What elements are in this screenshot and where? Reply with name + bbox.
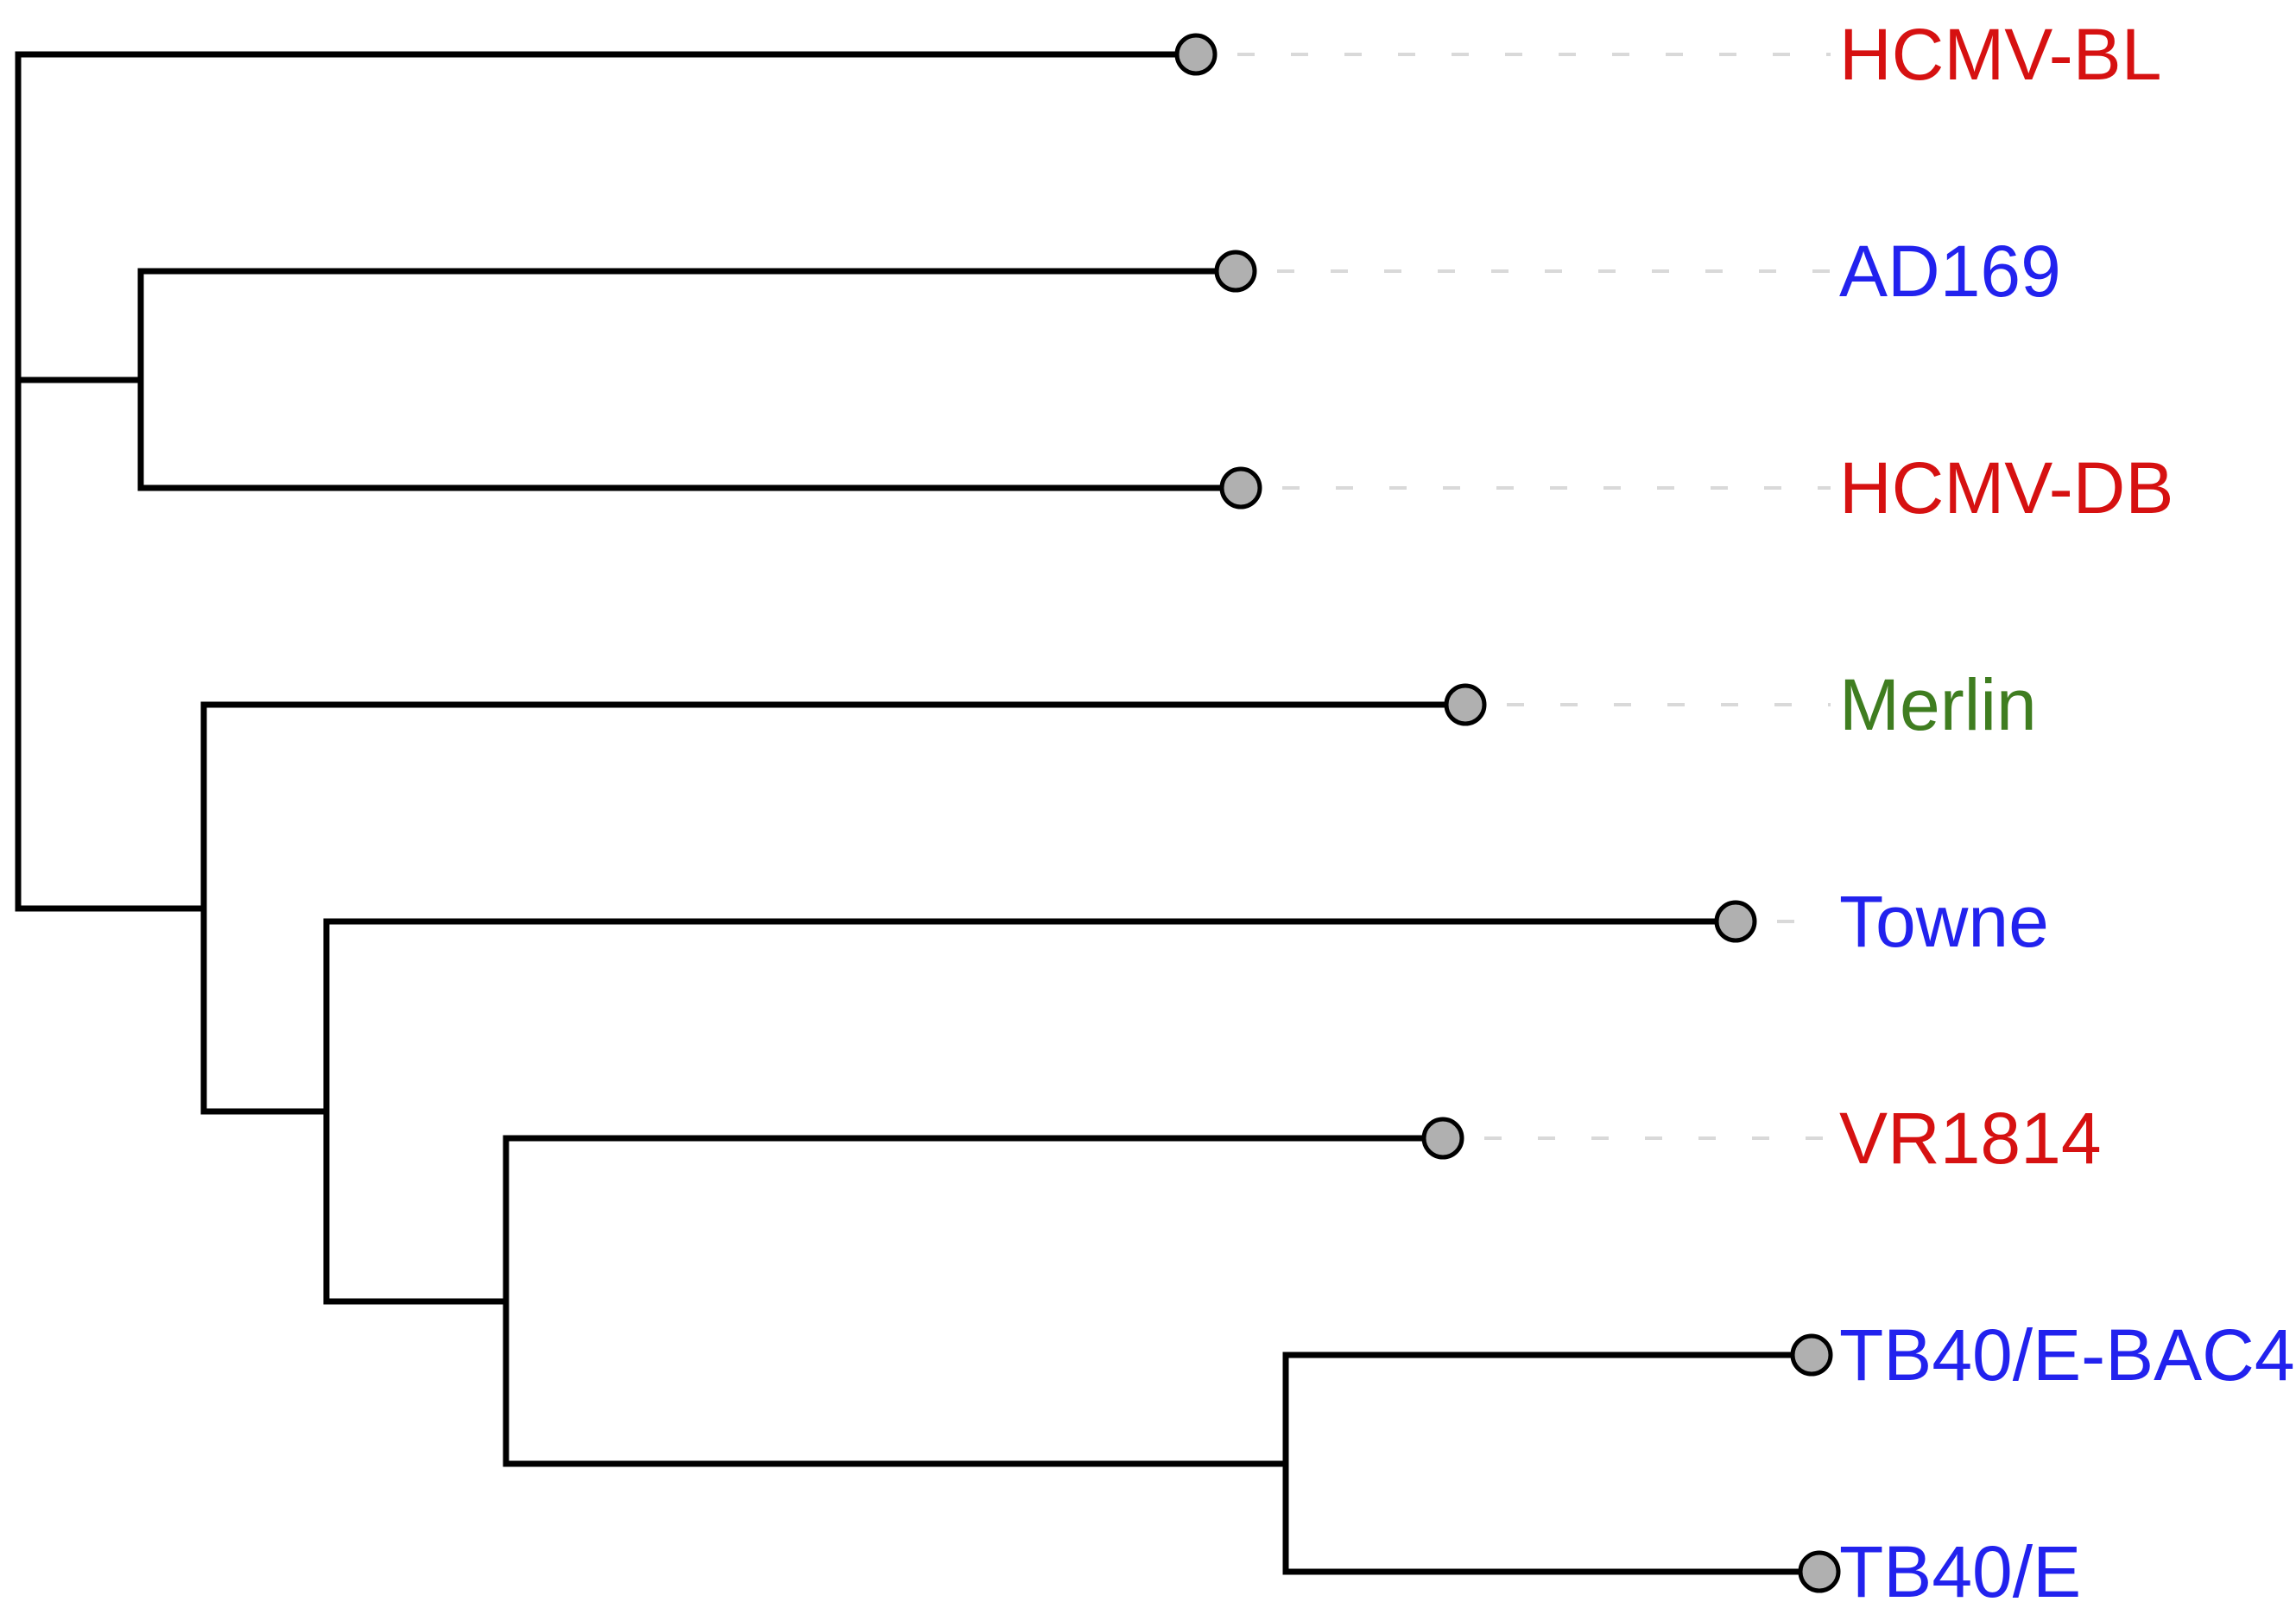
tip-node-tb40-e: [1798, 1550, 1841, 1593]
tip-node-towne: [1714, 900, 1757, 943]
taxon-label-tb40-e: TB40/E: [1839, 1531, 2081, 1608]
taxon-label-hcmv-db: HCMV-DB: [1839, 447, 2173, 529]
taxon-label-merlin: Merlin: [1839, 664, 2037, 745]
taxon-label-vr1814: VR1814: [1839, 1098, 2102, 1179]
taxon-label-tb40-e-bac4: TB40/E-BAC4: [1839, 1314, 2295, 1396]
tip-node-merlin: [1444, 683, 1487, 726]
taxon-label-hcmv-bl: HCMV-BL: [1839, 14, 2161, 95]
taxon-label-towne: Towne: [1839, 881, 2049, 962]
taxon-label-ad169: AD169: [1839, 231, 2061, 312]
tip-node-hcmv-db: [1219, 466, 1262, 510]
tip-node-tb40-e-bac4: [1790, 1333, 1833, 1377]
tip-node-vr1814: [1421, 1117, 1464, 1160]
tip-node-hcmv-bl: [1174, 33, 1218, 76]
tip-node-ad169: [1214, 250, 1257, 293]
